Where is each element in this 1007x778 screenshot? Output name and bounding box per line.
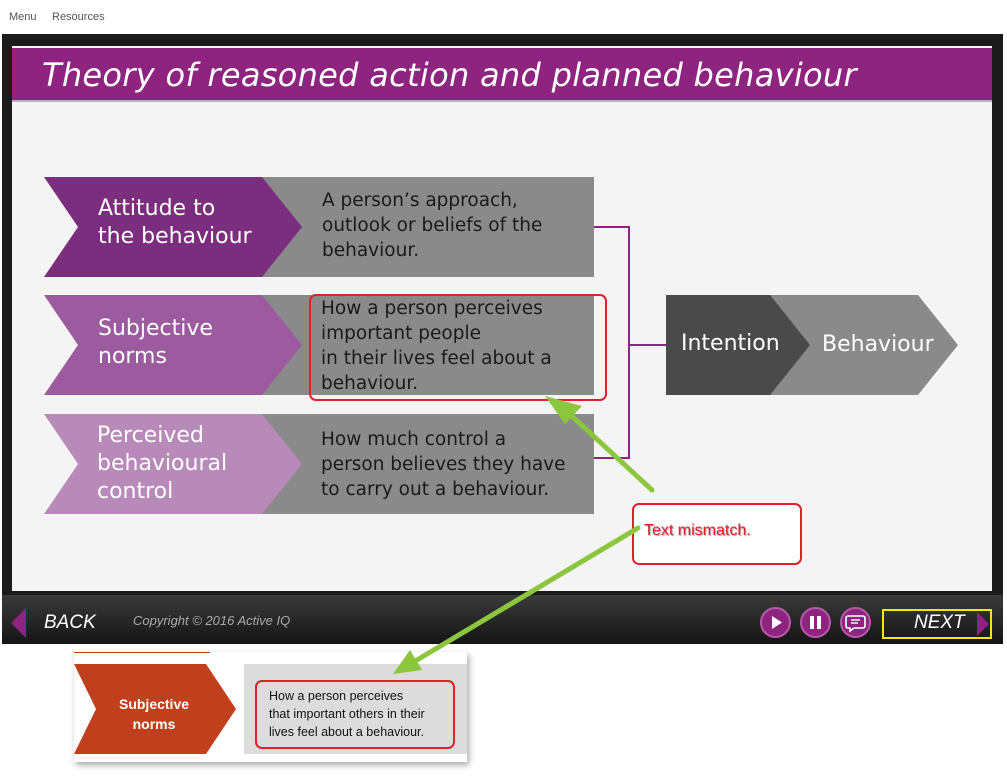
annotation-callout: [632, 503, 802, 565]
reference-gray-box: [244, 664, 467, 754]
play-icon: [772, 616, 782, 629]
annotation-callout-text: Text mismatch.: [644, 522, 751, 539]
row-1-description-box: [262, 177, 594, 277]
row-2-chevron: [44, 295, 302, 395]
behaviour-label: Behaviour: [822, 332, 934, 357]
menu-link[interactable]: Menu: [9, 11, 37, 23]
connector-vertical: [628, 226, 630, 459]
row-2-description-box: [262, 295, 594, 395]
play-button[interactable]: [760, 607, 791, 638]
next-arrow-icon[interactable]: [977, 612, 989, 636]
arrow-to-slide-text: [560, 405, 655, 493]
outcome-chevrons: [666, 295, 958, 395]
arrow-to-reference: [409, 525, 641, 666]
back-button[interactable]: BACK: [44, 612, 96, 633]
back-arrow-icon[interactable]: [11, 608, 26, 638]
mismatch-highlight: [309, 294, 607, 401]
player-control-bar: [2, 595, 1003, 644]
title-bar: [12, 48, 992, 102]
intention-label: Intention: [681, 331, 780, 356]
next-button-highlight[interactable]: [882, 609, 992, 639]
connector-to-intention: [628, 344, 666, 346]
connector-top: [594, 226, 630, 228]
transcript-icon: [845, 615, 866, 633]
top-nav: Menu Resources: [0, 0, 1007, 34]
slide-title: Theory of reasoned action and planned be…: [42, 56, 857, 94]
row-1-chevron: [44, 177, 302, 277]
transcript-button[interactable]: [840, 607, 871, 638]
arrow-head-bottom: [393, 650, 422, 674]
pause-button[interactable]: [800, 607, 831, 638]
row-3-chevron: [44, 414, 302, 514]
resources-link[interactable]: Resources: [52, 11, 105, 23]
reference-snippet: [74, 652, 467, 762]
row-1-description: A person’s approach,outlook or beliefs o…: [322, 190, 543, 261]
arrow-head-top: [545, 396, 582, 424]
next-button[interactable]: NEXT: [914, 612, 965, 633]
row-3-description-box: [262, 414, 594, 514]
copyright-text: Copyright © 2016 Active IQ: [133, 613, 291, 628]
reference-highlight: [255, 680, 455, 749]
connector-bottom: [594, 457, 630, 459]
pause-icon: [810, 616, 821, 629]
reference-chevron: [74, 664, 236, 754]
